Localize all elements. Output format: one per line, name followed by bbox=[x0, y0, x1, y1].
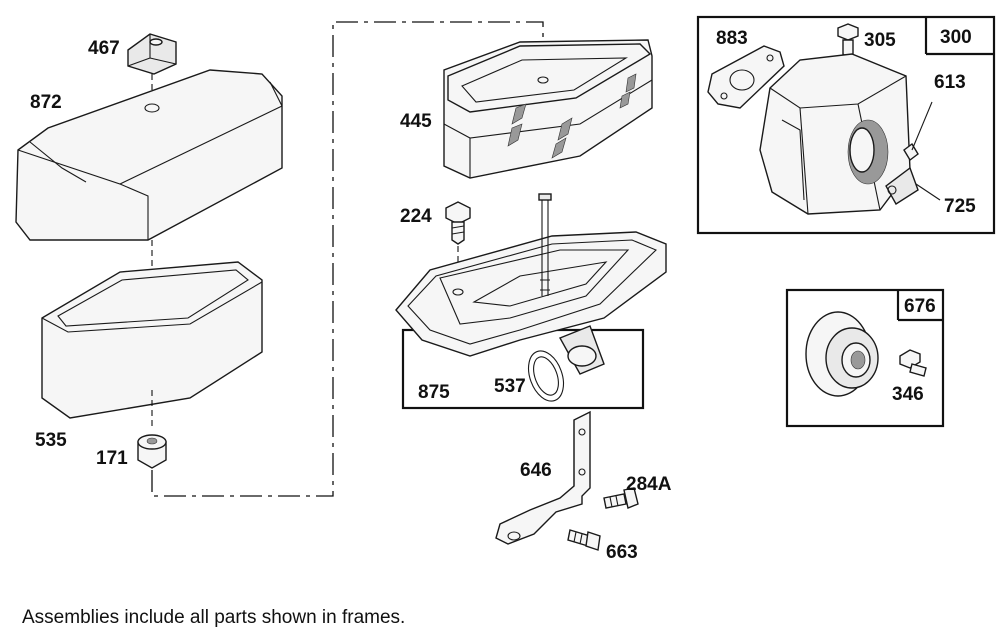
frame-676 bbox=[785, 288, 945, 428]
part-535-precleaner bbox=[41, 261, 263, 419]
frame-300 bbox=[696, 15, 996, 235]
callout-537: 537 bbox=[494, 376, 526, 397]
callout-467: 467 bbox=[88, 38, 120, 59]
callout-613: 613 bbox=[934, 72, 966, 93]
part-875-base bbox=[395, 193, 667, 375]
callout-171: 171 bbox=[96, 448, 128, 469]
callout-535: 535 bbox=[35, 430, 67, 451]
part-872-cover bbox=[15, 69, 283, 241]
part-300-muffler bbox=[759, 53, 919, 215]
callout-224: 224 bbox=[400, 206, 432, 227]
part-305-screw bbox=[837, 23, 859, 59]
part-646-bracket bbox=[495, 410, 591, 545]
callout-725: 725 bbox=[944, 196, 976, 217]
filter-pleat-marks bbox=[507, 73, 637, 159]
callout-883: 883 bbox=[716, 28, 748, 49]
assemblies-caption: Assemblies include all parts shown in fr… bbox=[22, 607, 406, 628]
part-883-gasket bbox=[707, 45, 785, 109]
part-613-725-deflector bbox=[903, 101, 941, 201]
callout-346: 346 bbox=[892, 384, 924, 405]
part-676-guard bbox=[805, 311, 879, 397]
callout-284A: 284A bbox=[626, 474, 672, 495]
callout-676: 676 bbox=[904, 296, 936, 317]
part-171-grommet bbox=[137, 434, 167, 469]
callout-646: 646 bbox=[520, 460, 552, 481]
callout-305: 305 bbox=[864, 30, 896, 51]
assembly-link-line bbox=[151, 21, 544, 497]
part-224-screw bbox=[445, 201, 471, 245]
callout-872: 872 bbox=[30, 92, 62, 113]
callout-663: 663 bbox=[606, 542, 638, 563]
part-346-screw bbox=[899, 349, 927, 377]
part-445-filter bbox=[443, 39, 653, 179]
part-467-knob bbox=[127, 33, 177, 75]
callout-875: 875 bbox=[418, 382, 450, 403]
part-663-bolt bbox=[567, 529, 601, 551]
part-537-oring bbox=[527, 350, 565, 402]
callout-445: 445 bbox=[400, 111, 432, 132]
callout-300: 300 bbox=[940, 27, 972, 48]
part-284A-bolt bbox=[603, 487, 639, 509]
